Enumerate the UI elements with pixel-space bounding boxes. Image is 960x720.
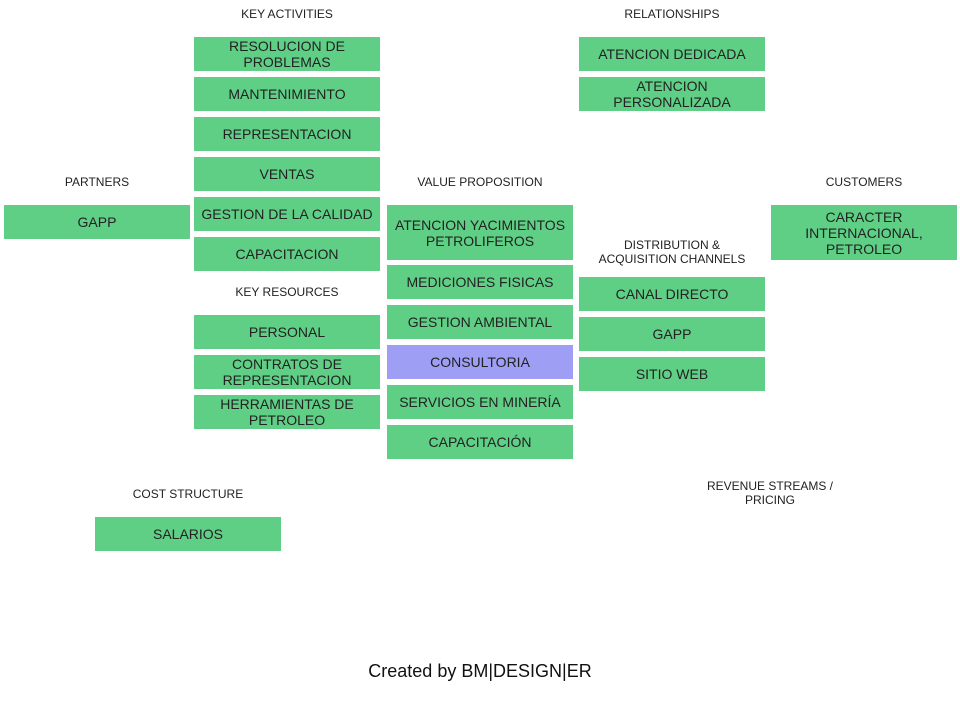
channel-box: GAPP (579, 317, 765, 351)
channel-box: CANAL DIRECTO (579, 277, 765, 311)
activity-box: MANTENIMIENTO (194, 77, 380, 111)
distribution-channels-title: DISTRIBUTION & ACQUISITION CHANNELS (598, 238, 746, 266)
relationships-title: RELATIONSHIPS (624, 7, 720, 21)
value-proposition-box: MEDICIONES FISICAS (387, 265, 573, 299)
resource-box: CONTRATOS DE REPRESENTACION (194, 355, 380, 389)
value-proposition-box: GESTION AMBIENTAL (387, 305, 573, 339)
partner-box: GAPP (4, 205, 190, 239)
relationship-box: ATENCION DEDICADA (579, 37, 765, 71)
activity-box: RESOLUCION DE PROBLEMAS (194, 37, 380, 71)
value-proposition-box: SERVICIOS EN MINERÍA (387, 385, 573, 419)
activity-box: VENTAS (194, 157, 380, 191)
relationship-box: ATENCION PERSONALIZADA (579, 77, 765, 111)
revenue-streams-title: REVENUE STREAMS / PRICING (706, 479, 834, 507)
activity-box: GESTION DE LA CALIDAD (194, 197, 380, 231)
footer-credit: Created by BM|DESIGN|ER (368, 661, 592, 681)
value-proposition-box: ATENCION YACIMIENTOS PETROLIFEROS (387, 205, 573, 260)
cost-box: SALARIOS (95, 517, 281, 551)
resource-box: HERRAMIENTAS DE PETROLEO (194, 395, 380, 429)
customer-box: CARACTER INTERNACIONAL, PETROLEO (771, 205, 957, 260)
value-proposition-box-highlighted: CONSULTORIA (387, 345, 573, 379)
key-resources-title: KEY RESOURCES (235, 285, 339, 299)
cost-structure-title: COST STRUCTURE (132, 487, 244, 501)
resource-box: PERSONAL (194, 315, 380, 349)
activity-box: CAPACITACION (194, 237, 380, 271)
activity-box: REPRESENTACION (194, 117, 380, 151)
value-proposition-title: VALUE PROPOSITION (417, 175, 543, 189)
customers-title: CUSTOMERS (825, 175, 903, 189)
key-activities-title: KEY ACTIVITIES (241, 7, 333, 21)
channel-box: SITIO WEB (579, 357, 765, 391)
value-proposition-box: CAPACITACIÓN (387, 425, 573, 459)
partners-title: PARTNERS (64, 175, 130, 189)
